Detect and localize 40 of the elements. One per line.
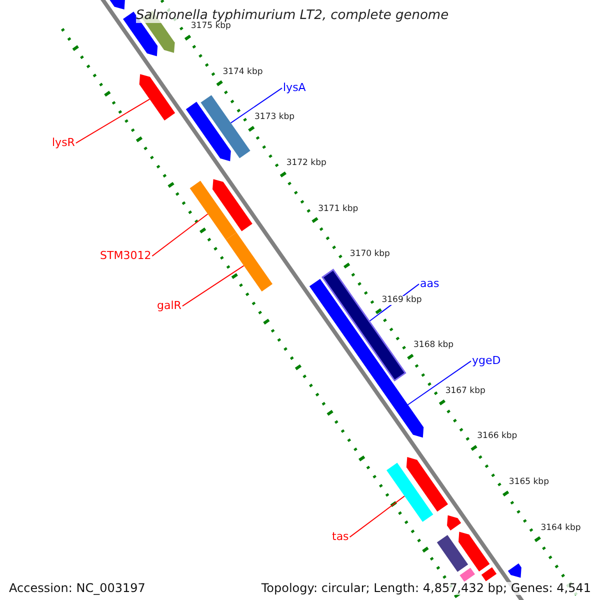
tick-label: 3164 kbp — [540, 524, 581, 533]
leader-line — [152, 214, 208, 257]
tick-label: 3167 kbp — [445, 386, 486, 396]
gene-block — [436, 535, 468, 572]
gene-label: lysR — [52, 137, 75, 150]
gene-block — [190, 180, 236, 240]
leader-line — [75, 98, 150, 144]
gene-label: STM3012 — [100, 250, 152, 262]
tick-label: 3169 kbp — [382, 296, 422, 306]
tick-label: 3174 kbp — [222, 68, 263, 78]
gene-label: galR — [157, 300, 182, 312]
gene-block — [386, 462, 434, 522]
gene-label: aas — [420, 278, 440, 290]
gene-block — [406, 457, 448, 512]
tick-label: 3165 kbp — [508, 478, 549, 488]
footer-text: Topology: circular; Length: 4,857,432 bp; Genes: 4,541 — [261, 582, 591, 596]
gene-block — [200, 95, 250, 158]
gene-block — [139, 74, 176, 120]
gene-block — [447, 515, 462, 530]
tick-label: 3171 kbp — [318, 204, 358, 214]
tick-label: 3166 kbp — [477, 432, 518, 442]
tick-label: 3172 kbp — [286, 158, 326, 168]
leader-line — [407, 360, 472, 406]
gene-block — [212, 179, 252, 232]
tick-label: 3168 kbp — [414, 341, 454, 351]
footer-text: Accession: NC_003197 — [9, 582, 146, 596]
gene-block — [186, 102, 231, 162]
gene-block — [458, 532, 490, 572]
gene-label: ygeD — [472, 355, 501, 368]
tick-label: 3173 kbp — [254, 113, 295, 123]
gene-label: tas — [332, 531, 349, 544]
leader-line — [349, 496, 406, 538]
gene-block — [321, 268, 406, 382]
gene-block — [508, 563, 522, 578]
gene-block — [376, 376, 424, 438]
leader-line — [230, 88, 282, 124]
tick-label: 3170 kbp — [350, 250, 390, 260]
tick-label: 3175 kbp — [190, 22, 231, 32]
gene-block — [226, 232, 272, 292]
gene-label: lysA — [283, 82, 306, 94]
